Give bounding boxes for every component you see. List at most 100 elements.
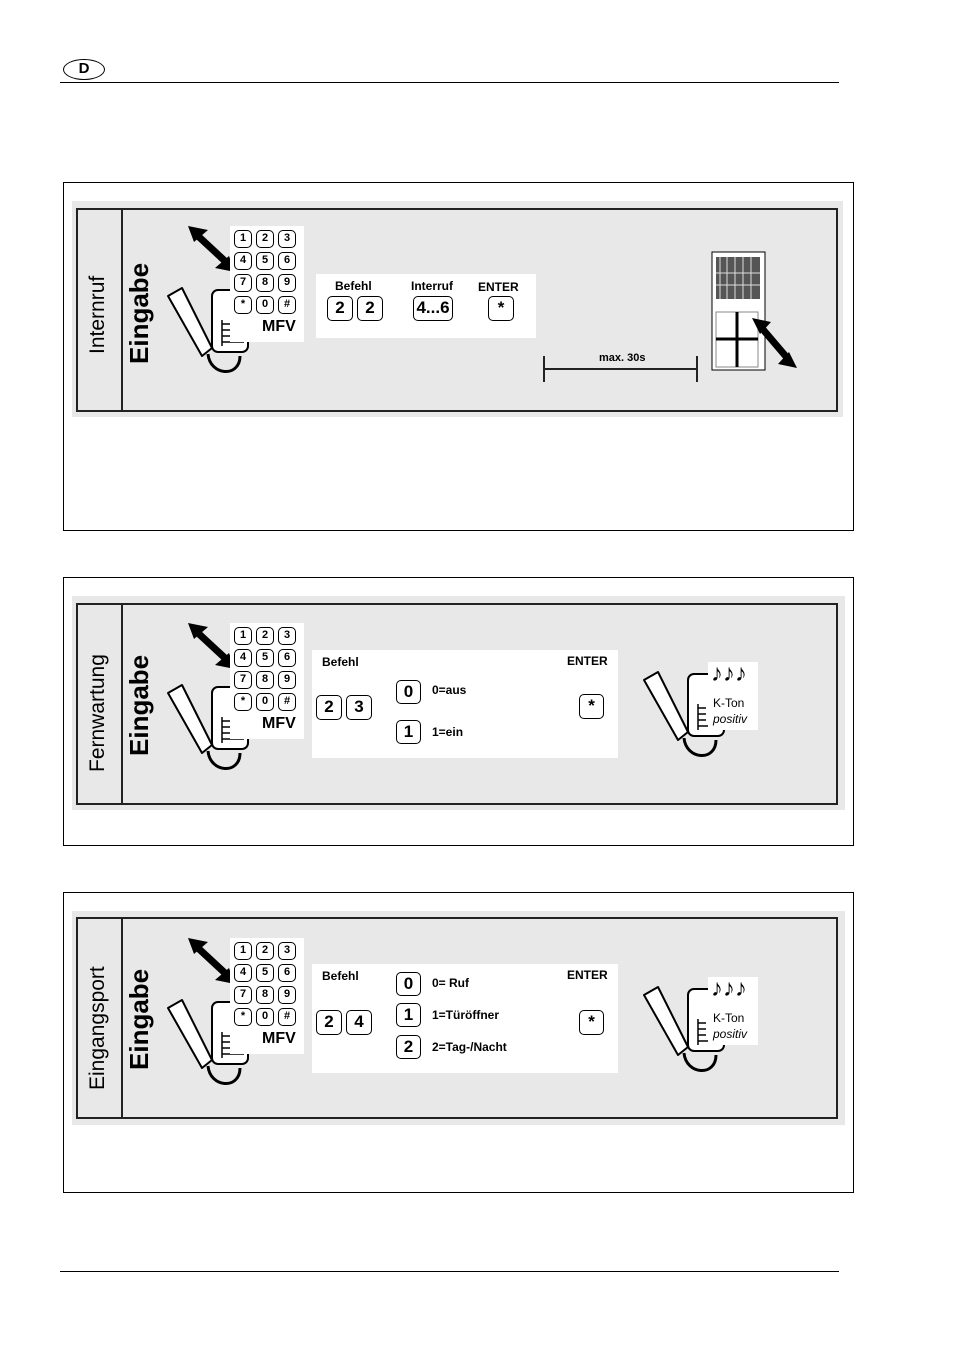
double-arrow-icon [188,938,235,984]
tone-box: ♪♪♪ K-Ton positiv [708,975,758,1045]
befehl-label: Befehl [322,655,359,669]
double-arrow-icon [188,623,235,669]
keypad-key: 3 [278,230,296,248]
keypad-key: * [234,1008,252,1026]
keypad-key: 8 [256,671,274,689]
command-box: Befehl 2 2 Interruf 4...6 ENTER * [316,274,536,338]
keypad-key: 4 [234,649,252,667]
enter-label: ENTER [478,280,519,294]
frame-divider [121,603,123,805]
keypad-key: 3 [278,627,296,645]
keypad-key: 7 [234,986,252,1004]
command-key: 2 [327,296,353,321]
option-key: 1 [396,1003,421,1027]
panel-eingangsport [63,892,854,1193]
option-key: 0 [396,972,421,996]
keypad-key: 9 [278,274,296,292]
keypad-key: # [278,1008,296,1026]
keypad-key: 6 [278,252,296,270]
option-key: 1 [396,720,421,744]
frame-divider [121,208,123,412]
mfv-label: MFV [262,715,296,732]
music-notes-icon: ♪♪♪ [711,660,747,687]
keypad-key: 7 [234,274,252,292]
keypad-key: 8 [256,986,274,1004]
double-arrow-icon [188,226,235,272]
panel-subtitle: Eingabe [124,654,154,756]
keypad-key: 3 [278,942,296,960]
option-key: 0 [396,680,421,704]
keypad-key: * [234,693,252,711]
keypad-key: 9 [278,986,296,1004]
keypad-key: # [278,296,296,314]
command-key: 2 [316,695,342,720]
interruf-label: Interruf [411,279,453,293]
language-badge: D [63,59,105,80]
panel-title: Internruf [86,275,109,354]
keypad-key: 2 [256,230,274,248]
tone-status: positiv [713,712,748,726]
keypad-key: # [278,693,296,711]
keypad-key: 6 [278,964,296,982]
interruf-key: 4...6 [413,296,453,321]
timer-label: max. 30s [599,352,646,364]
enter-label: ENTER [567,654,608,668]
panel-title: Eingangsport [86,966,109,1090]
panel-fernwartung [63,577,854,846]
keypad-key: 1 [234,627,252,645]
footer-rule [60,1271,839,1272]
keypad-key: 0 [256,296,274,314]
option-text: 2=Tag-/Nacht [432,1040,507,1054]
option-text: 0=aus [432,683,467,697]
tone-label: K-Ton [713,1011,745,1025]
keypad-key: 7 [234,671,252,689]
keypad-key: 5 [256,964,274,982]
keypad-key: 6 [278,649,296,667]
befehl-label: Befehl [335,279,372,293]
timer-bracket: max. 30s [543,352,698,382]
enter-key: * [579,694,604,719]
frame-divider [121,917,123,1119]
option-text: 0= Ruf [432,976,470,990]
tone-label: K-Ton [713,696,745,710]
keypad-key: 5 [256,649,274,667]
keypad-key: 0 [256,693,274,711]
mfv-label: MFV [262,1030,296,1047]
diagram-frame [76,603,838,805]
keypad-key: 2 [256,627,274,645]
keypad-key: 1 [234,230,252,248]
mfv-label: MFV [262,318,296,335]
double-arrow-icon [752,318,797,368]
enter-key: * [488,296,514,321]
keypad-key: 1 [234,942,252,960]
enter-key: * [579,1010,604,1035]
keypad-key: 5 [256,252,274,270]
keypad-key: 0 [256,1008,274,1026]
music-notes-icon: ♪♪♪ [711,975,747,1002]
keypad-key: 4 [234,252,252,270]
panel-internruf [63,182,854,531]
keypad-key: 4 [234,964,252,982]
command-box: Befehl 2 4 0 0= Ruf 1 1=Türöffner 2 2=Ta… [312,964,618,1073]
option-text: 1=ein [432,725,464,739]
panel-title: Fernwartung [86,654,109,772]
door-station-icon [711,251,797,371]
panel-subtitle: Eingabe [124,262,154,364]
command-key: 3 [346,695,372,720]
keypad-key: * [234,296,252,314]
command-box: Befehl 2 3 0 0=aus 1 1=ein ENTER * [312,650,618,758]
diagram-frame [76,208,838,412]
keypad-key: 9 [278,671,296,689]
option-text: 1=Türöffner [432,1008,500,1022]
option-key: 2 [396,1035,421,1059]
enter-label: ENTER [567,968,608,982]
header-rule [60,82,839,83]
tone-status: positiv [713,1027,748,1041]
command-key: 2 [316,1010,342,1035]
panel-subtitle: Eingabe [124,968,154,1070]
command-key: 2 [357,296,383,321]
befehl-label: Befehl [322,969,359,983]
